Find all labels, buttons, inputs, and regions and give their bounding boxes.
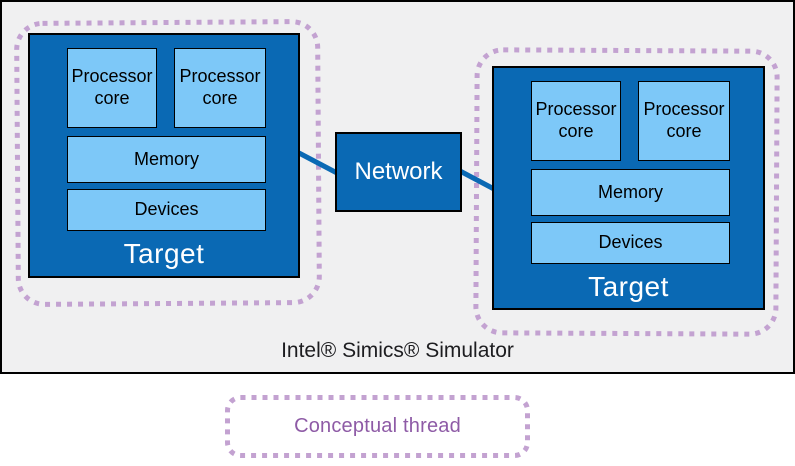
processor-core-label: Processor core	[535, 99, 617, 141]
devices-label: Devices	[598, 232, 663, 253]
memory-label: Memory	[597, 181, 663, 202]
simulator-title: Intel® Simics® Simulator	[281, 339, 514, 362]
devices-label: Devices	[134, 199, 199, 220]
processor-core-box: Processor core	[67, 48, 157, 128]
memory-box: Memory	[531, 169, 730, 216]
devices-box: Devices	[531, 222, 730, 264]
target-label: Target	[588, 271, 669, 302]
processor-core-box: Processor core	[638, 81, 730, 161]
memory-box: Memory	[67, 136, 266, 183]
processor-core-box: Processor core	[531, 81, 621, 161]
devices-box: Devices	[67, 189, 266, 231]
processor-core-label: Processor core	[179, 66, 261, 108]
legend-conceptual-thread: Conceptual thread	[225, 395, 530, 458]
memory-label: Memory	[133, 148, 199, 169]
network-box: Network	[335, 132, 462, 212]
processor-core-box: Processor core	[174, 48, 266, 128]
processor-core-label: Processor core	[71, 66, 153, 108]
processor-core-label: Processor core	[643, 99, 725, 141]
target-label: Target	[123, 238, 205, 269]
target-left: Processor core Processor core Memory Dev…	[28, 33, 300, 278]
legend-label: Conceptual thread	[294, 415, 461, 437]
network-label: Network	[354, 158, 443, 185]
target-right: Processor core Processor core Memory Dev…	[492, 66, 765, 310]
